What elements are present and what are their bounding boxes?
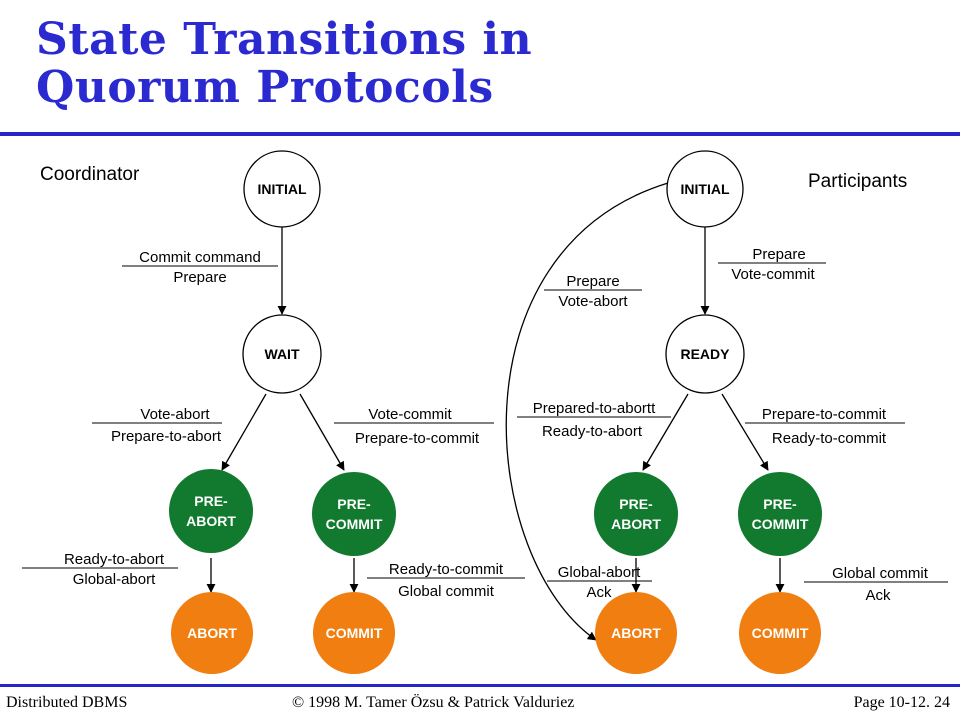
transition-output: Ack: [865, 587, 891, 604]
coordinator-heading: Coordinator: [40, 164, 140, 185]
transition-input: Vote-abort: [140, 406, 210, 423]
transition-output: Vote-abort: [558, 293, 628, 310]
state-label-line-2: ABORT: [611, 516, 661, 532]
transition-output: Ack: [586, 584, 612, 601]
transition-output: Ready-to-commit: [772, 430, 887, 447]
transition-output: Ready-to-abort: [542, 423, 643, 440]
state-part-ready: READY: [665, 314, 745, 394]
transition-label-coord-wait-precommit: Vote-commit Prepare-to-commit: [334, 406, 494, 447]
arrow-coord-wait-preabort: [221, 393, 267, 471]
state-label: INITIAL: [681, 181, 730, 197]
transition-label-part-preabort-abort: Global-abort Ack: [547, 564, 652, 601]
transition-label-coord-preabort-abort: Ready-to-abort Global-abort: [22, 551, 178, 588]
transition-input: Global-abort: [558, 564, 641, 581]
transition-output: Prepare-to-abort: [111, 428, 222, 445]
state-label-line-2: COMMIT: [326, 516, 383, 532]
state-label: ABORT: [187, 625, 237, 641]
title-divider: [0, 132, 960, 136]
state-part-abort: ABORT: [595, 592, 677, 674]
state-coord-pre-abort: PRE- ABORT: [169, 469, 253, 553]
transition-label-coord-initial-wait: Commit command Prepare: [122, 249, 278, 286]
transition-label-part-precommit-commit: Global commit Ack: [804, 565, 948, 604]
state-part-pre-commit: PRE- COMMIT: [738, 472, 822, 556]
arrow-part-ready-precommit: [721, 393, 769, 471]
state-part-initial: INITIAL: [666, 150, 744, 228]
arrow-part-ready-preabort: [642, 393, 689, 471]
transition-label-part-ready-precommit: Prepare-to-commit Ready-to-commit: [745, 406, 905, 447]
transition-input: Prepare: [566, 273, 619, 290]
state-coord-pre-commit: PRE- COMMIT: [312, 472, 396, 556]
transition-output: Prepare: [173, 269, 226, 286]
footer-copyright: © 1998 M. Tamer Özsu & Patrick Valduriez: [292, 694, 575, 711]
transition-input: Prepare: [752, 246, 805, 263]
transition-input: Prepared-to-abortt: [533, 400, 656, 417]
transition-input: Ready-to-abort: [64, 551, 165, 568]
transition-output: Global commit: [398, 583, 495, 600]
transition-input: Prepare-to-commit: [762, 406, 887, 423]
state-label-line-1: PRE-: [763, 496, 797, 512]
transition-input: Vote-commit: [368, 406, 452, 423]
state-label: ABORT: [611, 625, 661, 641]
coordinator-arrows: [206, 227, 359, 593]
state-label-line-2: COMMIT: [752, 516, 809, 532]
transition-output: Vote-commit: [731, 266, 815, 283]
state-label-line-2: ABORT: [186, 513, 236, 529]
transition-label-part-initial-abort: Prepare Vote-abort: [544, 273, 642, 310]
footer-page-number: Page 10-12. 24: [853, 694, 950, 711]
transition-label-coord-precommit-commit: Ready-to-commit Global commit: [367, 561, 525, 600]
state-coord-wait: WAIT: [242, 314, 322, 394]
footer-divider: [0, 684, 960, 687]
state-label: COMMIT: [326, 625, 383, 641]
state-coord-abort: ABORT: [171, 592, 253, 674]
transition-output: Global-abort: [73, 571, 156, 588]
arrow-coord-wait-precommit: [299, 393, 345, 471]
footer-course: Distributed DBMS: [6, 694, 128, 711]
state-label: INITIAL: [258, 181, 307, 197]
slide-title-line-2: Quorum Protocols: [36, 62, 494, 113]
state-label-line-1: PRE-: [619, 496, 653, 512]
state-diagram: Coordinator Participants INITIAL WAIT PR…: [22, 150, 948, 674]
transition-label-coord-wait-preabort: Vote-abort Prepare-to-abort: [92, 406, 222, 445]
transition-input: Commit command: [139, 249, 261, 266]
transition-output: Prepare-to-commit: [355, 430, 480, 447]
state-label: READY: [680, 346, 730, 362]
state-label-line-1: PRE-: [337, 496, 371, 512]
state-coord-initial: INITIAL: [243, 150, 321, 228]
state-label: WAIT: [265, 346, 300, 362]
slide-title-line-1: State Transitions in: [36, 14, 533, 65]
state-part-commit: COMMIT: [739, 592, 821, 674]
state-label: COMMIT: [752, 625, 809, 641]
transition-label-part-initial-ready: Prepare Vote-commit: [718, 246, 826, 283]
participants-heading: Participants: [808, 171, 907, 192]
state-label-line-1: PRE-: [194, 493, 228, 509]
arrow-part-initial-abort: [505, 182, 669, 641]
state-part-pre-abort: PRE- ABORT: [594, 472, 678, 556]
transition-input: Global commit: [832, 565, 929, 582]
state-coord-commit: COMMIT: [313, 592, 395, 674]
transition-input: Ready-to-commit: [389, 561, 504, 578]
participant-arrows: [505, 182, 785, 641]
transition-label-part-ready-preabort: Prepared-to-abortt Ready-to-abort: [517, 400, 671, 440]
slide-title: State Transitions in Quorum Protocols: [36, 16, 532, 112]
